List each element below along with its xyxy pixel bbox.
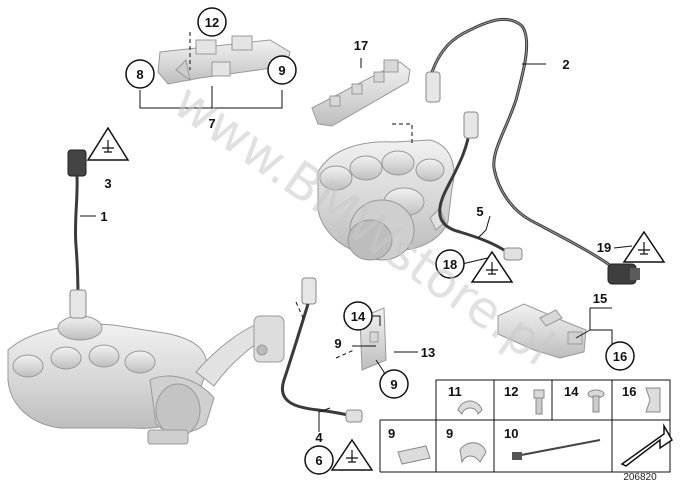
parts-table-cell: 10 (504, 426, 601, 460)
parts-table-cell: 16 (622, 384, 661, 413)
heat-shield-bracket (157, 35, 291, 85)
oxygen-sensor-2 (425, 17, 640, 285)
svg-text:9: 9 (446, 426, 453, 441)
callout-7: 7 (208, 116, 215, 131)
callout-1: 1 (100, 209, 107, 224)
svg-text:16: 16 (613, 349, 627, 364)
callout-15: 15 (593, 291, 607, 306)
callout-19: 19 (597, 240, 611, 255)
svg-text:14: 14 (351, 309, 366, 324)
parts-table-cell: 11 (448, 384, 483, 415)
callout-circle-18: 18 (435, 249, 465, 279)
callout-circle-12: 12 (197, 7, 227, 37)
callout-circle-14: 14 (343, 301, 373, 331)
parts-table-cell: 9 (388, 426, 431, 465)
warning-triangle-icon (330, 438, 374, 471)
oxygen-sensor-4 (280, 277, 363, 423)
parts-table-cell: 12 (504, 384, 545, 415)
warning-triangle-icon (470, 250, 514, 283)
oxygen-sensor-5 (438, 111, 523, 261)
reference-number: 206820 (623, 472, 657, 483)
callout-13: 13 (421, 345, 435, 360)
oxygen-sensor-1 (67, 149, 87, 319)
svg-text:11: 11 (448, 384, 462, 399)
callout-4: 4 (315, 430, 323, 445)
callout-17: 17 (354, 38, 368, 53)
svg-text:16: 16 (622, 384, 636, 399)
callout-5: 5 (476, 204, 483, 219)
leader-lines (80, 32, 633, 432)
svg-text:6: 6 (315, 453, 322, 468)
parts-table-cell: 9 (446, 426, 487, 464)
svg-text:10: 10 (504, 426, 518, 441)
warning-triangle-icon (86, 126, 130, 161)
callout-3: 3 (104, 176, 111, 191)
warning-triangle-icon (622, 230, 666, 263)
arrow-icon (620, 423, 673, 467)
svg-text:18: 18 (443, 257, 457, 272)
parts-table-cell: 14 (564, 384, 605, 413)
svg-text:12: 12 (205, 15, 219, 30)
svg-text:14: 14 (564, 384, 579, 399)
callout-2: 2 (562, 57, 569, 72)
svg-text:8: 8 (136, 67, 143, 82)
svg-text:9: 9 (388, 426, 395, 441)
exhaust-manifold-lower (7, 315, 285, 445)
exhaust-manifold-upper (317, 139, 455, 261)
svg-text:9: 9 (390, 377, 397, 392)
svg-text:12: 12 (504, 384, 518, 399)
callout-circle-16: 16 (605, 341, 635, 371)
callout-circle-6: 6 (304, 445, 334, 475)
holder-bracket-15 (497, 303, 587, 359)
holder-bracket-17 (311, 59, 411, 127)
callout-circle-9: 9 (267, 55, 297, 85)
callout-9: 9 (334, 336, 341, 351)
callout-circle-9: 9 (379, 369, 409, 399)
svg-text:9: 9 (278, 63, 285, 78)
callout-circle-8: 8 (125, 59, 155, 89)
